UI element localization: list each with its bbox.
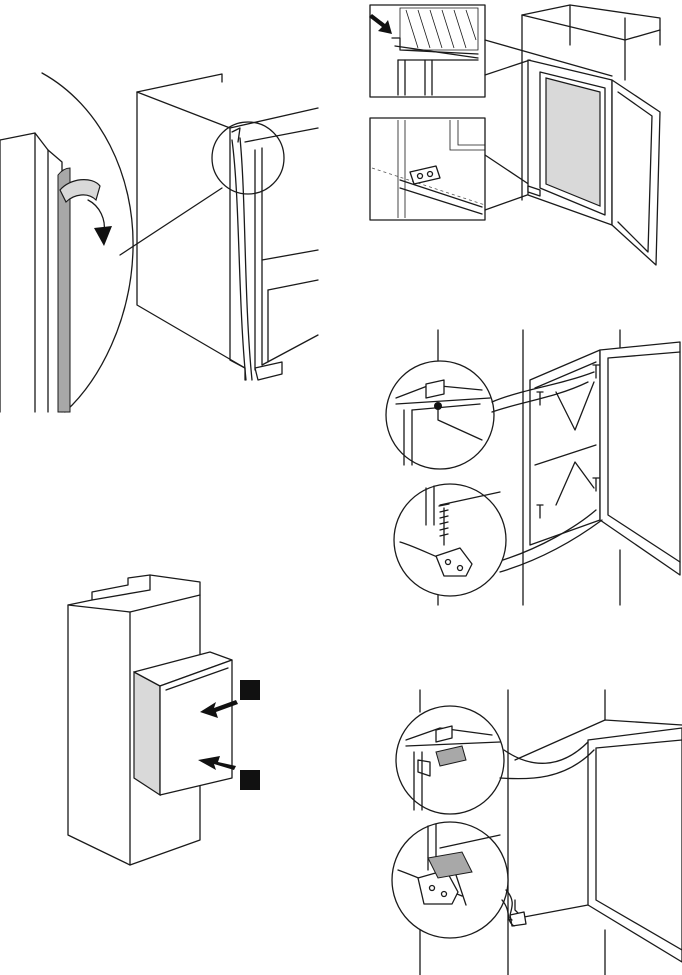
screw-icon bbox=[593, 478, 599, 491]
panel-hinge-cover bbox=[392, 690, 682, 975]
screw-icon bbox=[537, 505, 543, 518]
square-marker-icon bbox=[240, 680, 260, 700]
screw-icon bbox=[434, 402, 442, 410]
callout-circle-icon bbox=[394, 484, 506, 596]
appliance-side bbox=[134, 672, 160, 795]
callout-circle-icon bbox=[212, 122, 284, 194]
cabinet-outline bbox=[137, 74, 222, 92]
door-panel bbox=[588, 728, 682, 962]
seal-tape bbox=[58, 168, 70, 412]
panel-door-hinge-detail bbox=[369, 5, 660, 265]
magnifier-arc bbox=[42, 73, 133, 412]
callout-circle-icon bbox=[386, 361, 494, 469]
square-marker-icon bbox=[240, 770, 260, 790]
cabinet-foot bbox=[255, 362, 282, 380]
panel-push-appliance bbox=[68, 575, 260, 865]
open-door bbox=[612, 80, 660, 265]
panel-seal-strip bbox=[0, 73, 318, 412]
panel-hinge-screws bbox=[386, 330, 680, 605]
niche-outline bbox=[522, 5, 660, 45]
door-panel bbox=[600, 342, 680, 575]
